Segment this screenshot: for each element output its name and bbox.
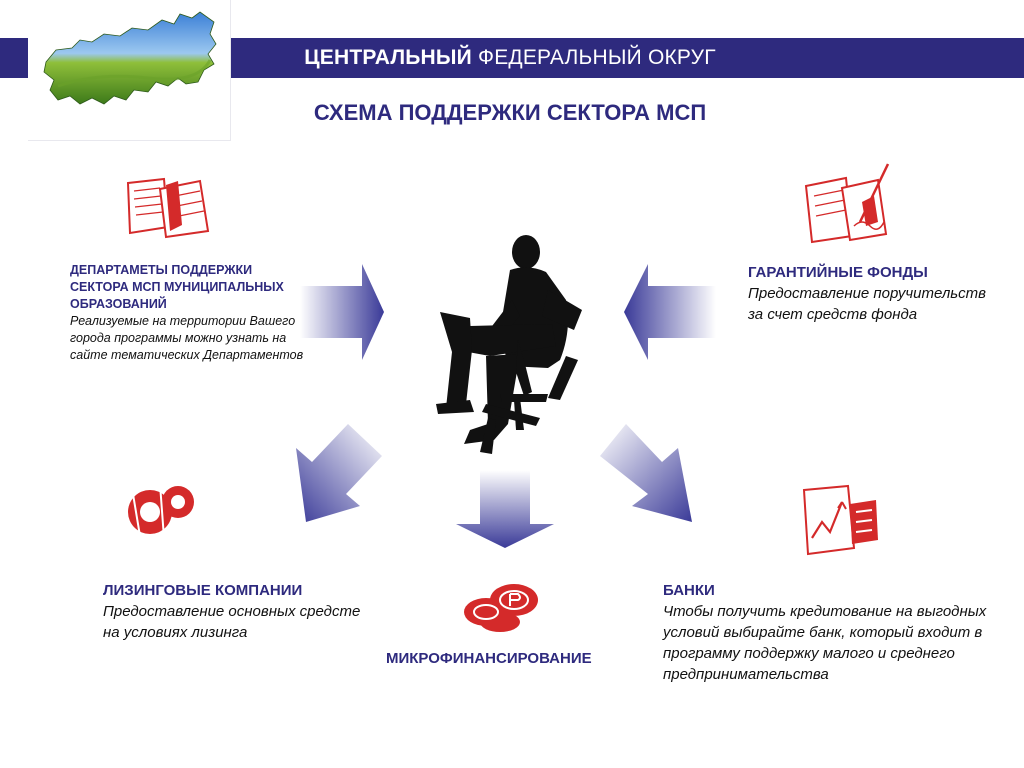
page-title-rest: ФЕДЕРАЛЬНЫЙ ОКРУГ xyxy=(478,46,716,69)
leasing-desc: Предоставление основных средсте на услов… xyxy=(103,603,361,641)
map-frame xyxy=(28,0,231,141)
signed-document-icon xyxy=(804,163,890,244)
arrow-to-departments xyxy=(300,264,384,360)
block-banks: БАНКИ Чтобы получить кредитование на выг… xyxy=(663,580,993,685)
block-leasing: ЛИЗИНГОВЫЕ КОМПАНИИ Предоставление основ… xyxy=(103,580,373,643)
russia-map-icon xyxy=(43,11,217,105)
page-title: ЦЕНТРАЛЬНЫЙ ФЕДЕРАЛЬНЫЙ ОКРУГ xyxy=(230,38,790,78)
arrow-to-micro xyxy=(456,470,554,548)
block-guarantee: ГАРАНТИЙНЫЕ ФОНДЫ Предоставление поручит… xyxy=(748,262,988,325)
guarantee-desc: Предоставление поручительств за счет сре… xyxy=(748,285,986,323)
documents-icon xyxy=(126,177,210,239)
coins-icon xyxy=(464,584,538,632)
guarantee-title: ГАРАНТИЙНЫЕ ФОНДЫ xyxy=(748,264,928,281)
gears-icon xyxy=(127,483,195,539)
arrow-to-banks xyxy=(600,424,692,522)
banks-title: БАНКИ xyxy=(663,582,715,599)
departments-desc: Реализуемые на территории Вашего города … xyxy=(70,314,304,362)
businessman-silhouette xyxy=(436,235,582,454)
arrow-to-leasing xyxy=(296,424,382,522)
banks-desc: Чтобы получить кредитование на выгодных … xyxy=(663,603,987,683)
micro-title: МИКРОФИНАНСИРОВАНИЕ xyxy=(386,650,592,667)
departments-title: ДЕПАРТАМЕТЫ ПОДДЕРЖКИ СЕКТОРА МСП МУНИЦИ… xyxy=(70,263,284,311)
page-title-bold: ЦЕНТРАЛЬНЫЙ xyxy=(304,46,472,69)
leasing-title: ЛИЗИНГОВЫЕ КОМПАНИИ xyxy=(103,582,303,599)
block-departments: ДЕПАРТАМЕТЫ ПОДДЕРЖКИ СЕКТОРА МСП МУНИЦИ… xyxy=(70,262,310,364)
growth-chart-icon xyxy=(802,484,878,556)
diagram-subtitle: СХЕМА ПОДДЕРЖКИ СЕКТОРА МСП xyxy=(313,100,707,125)
arrow-to-guarantee xyxy=(624,264,716,360)
